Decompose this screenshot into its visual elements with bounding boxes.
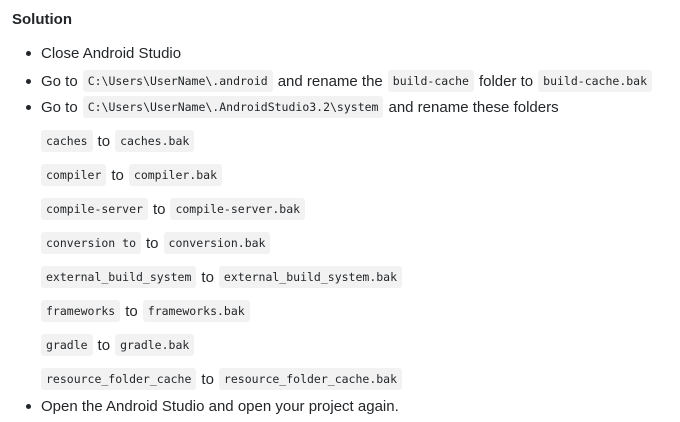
to-word: to bbox=[97, 336, 111, 354]
build-cache-code: build-cache bbox=[387, 70, 474, 92]
step-prefix: Go to bbox=[41, 98, 78, 116]
folder-from-code: gradle bbox=[41, 334, 93, 356]
solution-heading: Solution bbox=[12, 11, 72, 28]
folder-to-code: caches.bak bbox=[115, 130, 195, 152]
folder-to-code: compiler.bak bbox=[128, 164, 222, 186]
build-cache-bak-code: build-cache.bak bbox=[538, 70, 653, 92]
step-middle: and rename the bbox=[277, 72, 383, 90]
folder-to-code: frameworks.bak bbox=[142, 300, 250, 322]
to-word: to bbox=[146, 234, 159, 252]
folder-to-code: resource_folder_cache.bak bbox=[218, 368, 403, 390]
bullet-dot bbox=[26, 104, 31, 110]
step-prefix: Go to bbox=[41, 72, 78, 90]
to-word: to bbox=[201, 268, 214, 286]
to-word: to bbox=[97, 132, 111, 150]
bullet-dot bbox=[26, 403, 31, 409]
to-word: to bbox=[201, 370, 214, 388]
to-word: to bbox=[111, 166, 124, 184]
step-text: Open the Android Studio and open your pr… bbox=[41, 397, 399, 415]
to-word: to bbox=[152, 200, 166, 218]
folder-from-code: frameworks bbox=[41, 300, 121, 322]
folder-to-code: gradle.bak bbox=[115, 334, 195, 356]
bullet-dot bbox=[26, 78, 31, 84]
folder-from-code: caches bbox=[41, 130, 93, 152]
folder-from-code: conversion to bbox=[41, 232, 142, 254]
step-mid2: folder to bbox=[478, 72, 534, 90]
folder-to-code: external_build_system.bak bbox=[218, 266, 403, 288]
folder-from-code: resource_folder_cache bbox=[41, 368, 197, 390]
folder-to-code: conversion.bak bbox=[163, 232, 271, 254]
step-text: Go to C:\Users\UserName\.android and ren… bbox=[41, 70, 653, 92]
step-suffix: and rename these folders bbox=[388, 98, 559, 116]
folder-from-code: external_build_system bbox=[41, 266, 197, 288]
system-path-code: C:\Users\UserName\.AndroidStudio3.2\syst… bbox=[82, 96, 384, 118]
android-path-code: C:\Users\UserName\.android bbox=[82, 70, 273, 92]
to-word: to bbox=[125, 302, 138, 320]
folder-from-code: compiler bbox=[41, 164, 107, 186]
folder-from-code: compile-server bbox=[41, 198, 148, 220]
step-text: Go to C:\Users\UserName\.AndroidStudio3.… bbox=[41, 96, 559, 118]
bullet-dot bbox=[26, 50, 31, 56]
step-text: Close Android Studio bbox=[41, 44, 182, 62]
folder-to-code: compile-server.bak bbox=[170, 198, 306, 220]
